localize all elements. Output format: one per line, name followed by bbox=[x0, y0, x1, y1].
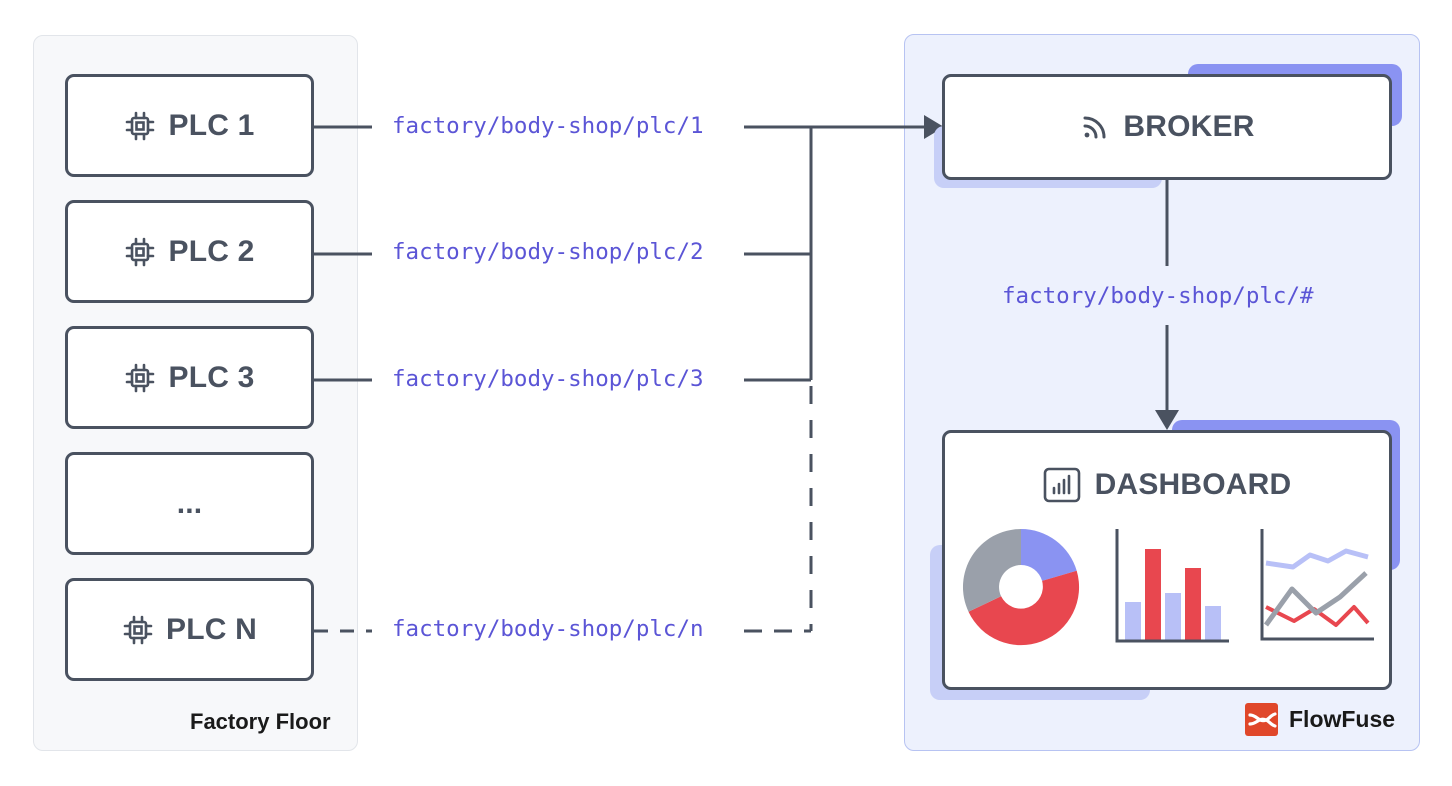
donut-slice-red bbox=[968, 570, 1080, 646]
plc-node-n: PLC N bbox=[65, 578, 314, 681]
plc-node-3: PLC 3 bbox=[65, 326, 314, 429]
chip-icon bbox=[124, 362, 156, 394]
chip-icon bbox=[124, 110, 156, 142]
bar-chart-icon bbox=[1043, 467, 1081, 503]
plc-label: PLC 2 bbox=[168, 234, 255, 268]
dashboard-label: DASHBOARD bbox=[1094, 468, 1292, 501]
plc-node-1: PLC 1 bbox=[65, 74, 314, 177]
topic-label-plc3: factory/body-shop/plc/3 bbox=[392, 366, 704, 392]
plc-node-ellipsis: ... bbox=[65, 452, 314, 555]
bar-2 bbox=[1145, 549, 1161, 640]
line-red bbox=[1265, 605, 1370, 627]
topic-label-plc1: factory/body-shop/plc/1 bbox=[392, 113, 704, 139]
line-gray bbox=[1263, 571, 1368, 627]
bar-4 bbox=[1185, 568, 1201, 640]
dashboard-node: DASHBOARD bbox=[942, 430, 1392, 690]
bar-1 bbox=[1125, 602, 1141, 640]
ellipsis-label: ... bbox=[176, 486, 203, 520]
arrowhead-broker bbox=[924, 115, 944, 139]
donut-chart-icon bbox=[962, 529, 1080, 646]
factory-floor-label: Factory Floor bbox=[190, 709, 331, 734]
donut-slice-blue bbox=[1021, 529, 1077, 581]
rss-icon bbox=[1079, 111, 1111, 143]
arrowhead-dashboard bbox=[1155, 410, 1179, 430]
line-chart-illustration bbox=[1260, 529, 1374, 641]
topic-label-plc2: factory/body-shop/plc/2 bbox=[392, 239, 704, 265]
line-chart-axis bbox=[1260, 529, 1374, 641]
donut-slice-gray bbox=[962, 529, 1021, 612]
bar-5 bbox=[1205, 606, 1221, 640]
bar-chart-illustration bbox=[1115, 529, 1229, 643]
flowfuse-logo-icon bbox=[1245, 703, 1278, 736]
dashboard-header: DASHBOARD bbox=[945, 467, 1389, 503]
topic-label-plcn: factory/body-shop/plc/n bbox=[392, 616, 704, 642]
bar-chart-axis bbox=[1115, 529, 1229, 643]
plc-node-2: PLC 2 bbox=[65, 200, 314, 303]
chip-icon bbox=[122, 614, 154, 646]
plc-label: PLC N bbox=[166, 612, 257, 646]
chip-icon bbox=[124, 236, 156, 268]
line-blue bbox=[1265, 548, 1369, 570]
plc-label: PLC 3 bbox=[168, 360, 255, 394]
subscription-topic-label: factory/body-shop/plc/# bbox=[1002, 283, 1314, 309]
broker-node: BROKER bbox=[942, 74, 1392, 180]
plc-label: PLC 1 bbox=[168, 108, 255, 142]
flowfuse-brand: FlowFuse bbox=[1245, 703, 1395, 736]
bar-3 bbox=[1165, 593, 1181, 640]
flowfuse-brand-name: FlowFuse bbox=[1289, 706, 1396, 732]
broker-label: BROKER bbox=[1123, 110, 1255, 143]
